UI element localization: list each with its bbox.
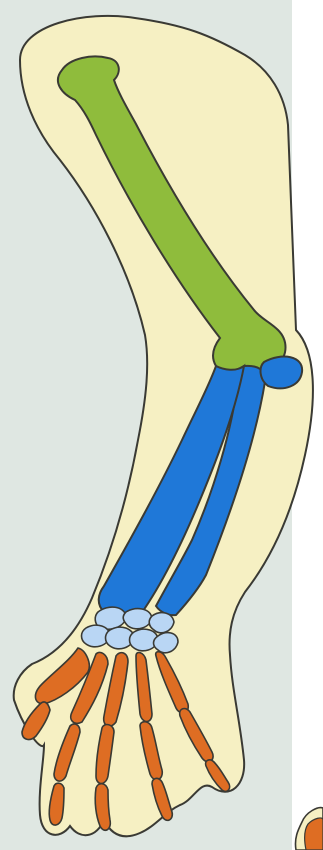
carpal-bone <box>149 613 174 633</box>
carpal-bones <box>82 607 179 653</box>
carpal-bone <box>123 609 152 629</box>
carpal-bone <box>154 633 179 653</box>
ulna-head <box>261 357 303 389</box>
